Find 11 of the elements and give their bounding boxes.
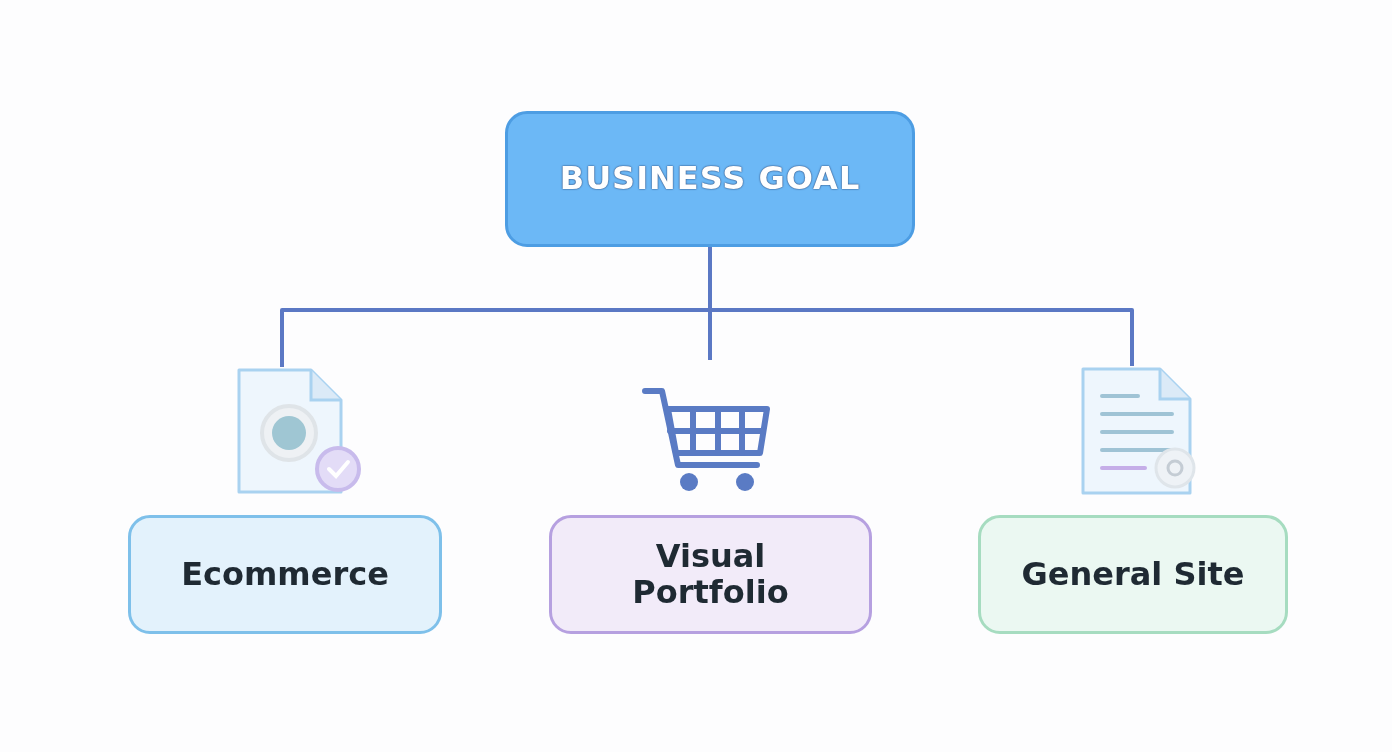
node-label: General Site [1021, 556, 1245, 593]
node-label: BUSINESS GOAL [559, 161, 861, 197]
document-check-icon [236, 367, 362, 495]
category-box [978, 515, 1288, 634]
connector-line [708, 247, 1134, 366]
node-label: Visual Portfolio [631, 539, 790, 610]
goal-box [505, 111, 915, 247]
shopping-cart-icon [642, 387, 772, 493]
category-box [549, 515, 872, 634]
node-label: Ecommerce [181, 556, 389, 593]
category-box [128, 515, 442, 634]
